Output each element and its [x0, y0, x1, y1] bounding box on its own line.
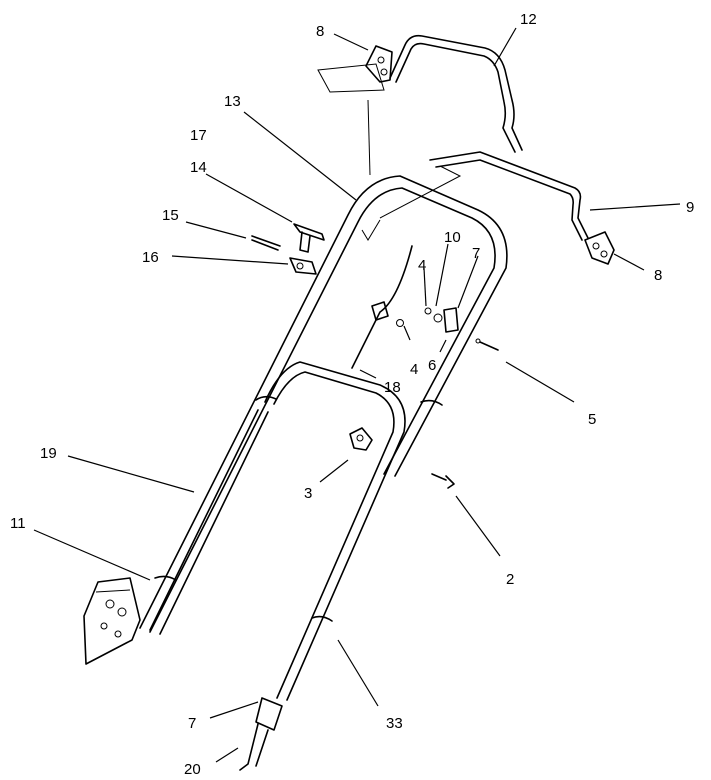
washer-10 — [433, 313, 443, 323]
knob-14 — [293, 223, 325, 253]
callout-4-upper: 4 — [418, 257, 426, 274]
bracket-8-right — [584, 231, 615, 265]
callout-2: 2 — [506, 571, 514, 588]
leader-lines — [33, 27, 681, 763]
callout-9: 9 — [686, 199, 694, 216]
callout-17: 17 — [190, 127, 207, 144]
callout-11: 11 — [10, 515, 26, 532]
callout-16: 16 — [142, 249, 159, 266]
callout-18: 18 — [384, 379, 401, 396]
upper-handle — [139, 175, 508, 633]
bolt-2 — [431, 473, 455, 489]
callout-10: 10 — [444, 229, 461, 246]
callout-19: 19 — [40, 445, 57, 462]
bracket-plate-11 — [83, 577, 141, 665]
callout-5: 5 — [588, 411, 596, 428]
decal-plate-upper — [317, 63, 385, 241]
knob-3 — [349, 427, 373, 451]
lower-handle — [149, 361, 406, 701]
tube-clamps — [154, 395, 443, 622]
cable-18 — [351, 245, 413, 369]
nut-4-upper — [424, 307, 432, 315]
handle-end-20 — [239, 697, 283, 771]
callout-15: 15 — [162, 207, 179, 224]
bolt-5 — [475, 338, 499, 351]
callout-8-right: 8 — [654, 267, 662, 284]
callout-33: 33 — [386, 715, 403, 732]
callout-4-lower: 4 — [410, 361, 418, 378]
callout-13: 13 — [224, 93, 241, 110]
callout-14: 14 — [190, 159, 207, 176]
control-bar-12 — [389, 34, 523, 153]
bolt-15 — [251, 235, 281, 251]
clip-7-6 — [443, 307, 459, 333]
bracket-8-top — [365, 45, 393, 83]
callout-8-top: 8 — [316, 23, 324, 40]
cable-clamp-center — [371, 301, 389, 321]
callout-7-lower: 7 — [188, 715, 196, 732]
callout-20: 20 — [184, 761, 201, 778]
callout-6: 6 — [428, 357, 436, 374]
callout-labels: 8 12 13 17 14 15 16 10 7 4 4 6 18 9 8 5 … — [10, 11, 694, 778]
nut-4-lower — [396, 319, 404, 327]
bracket-16 — [289, 257, 317, 275]
callout-7-upper: 7 — [472, 245, 480, 262]
callout-3: 3 — [304, 485, 312, 502]
callout-12: 12 — [520, 11, 537, 28]
control-bar-9 — [379, 151, 589, 241]
